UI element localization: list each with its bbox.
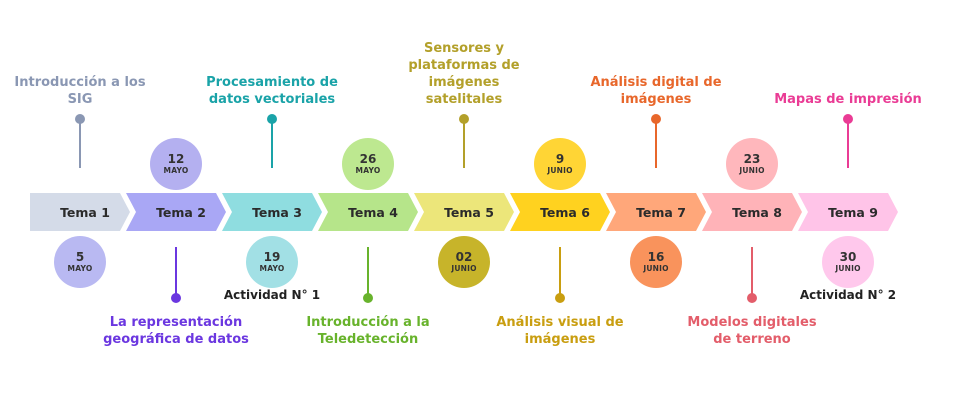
date-day: 19 — [263, 249, 281, 264]
date-month: JUNIO — [835, 263, 861, 273]
topic-dot-6 — [555, 293, 565, 303]
topic-stem-3 — [271, 120, 273, 168]
topic-dot-2 — [171, 293, 181, 303]
topic-stem-7 — [655, 120, 657, 168]
tema-arrow-8[interactable]: Tema 8 — [702, 193, 802, 231]
tema-label: Tema 4 — [348, 204, 398, 220]
topic-dot-4 — [363, 293, 373, 303]
tema-arrow-4[interactable]: Tema 4 — [318, 193, 418, 231]
topic-label-2: La representación geográfica de datos — [103, 315, 249, 347]
date-day: 9 — [555, 151, 565, 166]
topic-label-8: Modelos digitales de terreno — [687, 315, 817, 347]
date-month: JUNIO — [451, 263, 477, 273]
tema-arrow-5[interactable]: Tema 5 — [414, 193, 514, 231]
tema-label: Tema 1 — [60, 204, 110, 220]
date-month: MAYO — [259, 263, 285, 273]
topic-stem-9 — [847, 120, 849, 168]
date-month: MAYO — [355, 165, 381, 175]
topic-dot-1 — [75, 114, 85, 124]
date-day: 23 — [743, 151, 761, 166]
topic-label-6: Análisis visual de imágenes — [496, 315, 624, 347]
topic-stem-2 — [175, 247, 177, 297]
tema-label: Tema 2 — [156, 204, 206, 220]
tema-arrow-2[interactable]: Tema 2 — [126, 193, 226, 231]
date-month: JUNIO — [547, 165, 573, 175]
activity-label-3: Actividad N° 1 — [223, 288, 321, 302]
tema-label: Tema 9 — [828, 204, 878, 220]
topic-label-4: Introducción a la Teledetección — [306, 315, 430, 347]
tema-label: Tema 3 — [252, 204, 302, 220]
topic-label-7: Análisis digital de imágenes — [590, 75, 722, 107]
topic-dot-3 — [267, 114, 277, 124]
tema-arrow-1[interactable]: Tema 1 — [30, 193, 130, 231]
date-day: 02 — [455, 249, 473, 264]
topic-dot-7 — [651, 114, 661, 124]
topic-stem-6 — [559, 247, 561, 297]
tema-arrow-9[interactable]: Tema 9 — [798, 193, 898, 231]
topic-label-5: Sensores y plataformas de imágenes satel… — [408, 41, 520, 107]
tema-label: Tema 7 — [636, 204, 686, 220]
topic-label-9: Mapas de impresión — [774, 92, 922, 107]
date-day: 16 — [647, 249, 665, 264]
tema-arrow-6[interactable]: Tema 6 — [510, 193, 610, 231]
date-month: MAYO — [67, 263, 93, 273]
topic-label-1: Introducción a los SIG — [14, 75, 146, 107]
date-month: JUNIO — [739, 165, 765, 175]
date-day: 30 — [839, 249, 857, 264]
date-month: JUNIO — [643, 263, 669, 273]
topic-dot-9 — [843, 114, 853, 124]
topic-dot-8 — [747, 293, 757, 303]
topic-stem-5 — [463, 120, 465, 168]
topic-stem-8 — [751, 247, 753, 297]
tema-label: Tema 8 — [732, 204, 782, 220]
topic-stem-4 — [367, 247, 369, 297]
date-month: MAYO — [163, 165, 189, 175]
date-day: 26 — [359, 151, 377, 166]
topic-dot-5 — [459, 114, 469, 124]
date-day: 5 — [75, 249, 85, 264]
topic-stem-1 — [79, 120, 81, 168]
tema-arrow-7[interactable]: Tema 7 — [606, 193, 706, 231]
activity-label-9: Actividad N° 2 — [799, 288, 897, 302]
topic-label-3: Procesamiento de datos vectoriales — [206, 75, 338, 107]
date-day: 12 — [167, 151, 185, 166]
tema-arrow-3[interactable]: Tema 3 — [222, 193, 322, 231]
tema-label: Tema 5 — [444, 204, 494, 220]
tema-label: Tema 6 — [540, 204, 590, 220]
